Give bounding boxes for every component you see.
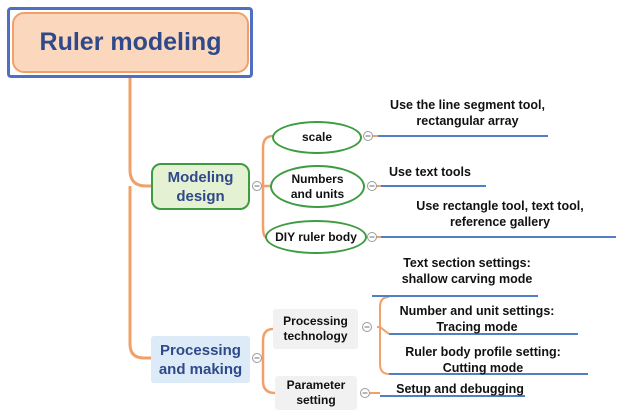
node-processing-technology[interactable]: Processing technology [273,309,358,349]
note-ruler-body-profile: Ruler body profile setting: Cutting mode [388,344,578,376]
connector-processing-technology [257,327,274,360]
node-scale-label: scale [301,130,333,144]
note-parameter-setting: Setup and debugging [385,381,535,397]
note-text-section: Text section settings: shallow carving m… [377,255,557,287]
connector-root-processing [128,186,151,360]
node-scale[interactable]: scale [272,121,362,154]
note-scale: Use the line segment tool, rectangular a… [370,97,565,129]
node-diy-ruler-body[interactable]: DIY ruler body [265,220,367,254]
note-number-and-unit-text: Number and unit settings: Tracing mode [399,304,555,334]
connector-tech-note-1 [377,296,390,328]
node-parameter-setting[interactable]: Parameter setting [275,376,357,410]
root-topic-label: Ruler modeling [39,28,222,56]
connector-processing-parameter [261,358,276,395]
node-numbers-and-units-label: Numbers and units [290,171,345,201]
note-diy-ruler-body-text: Use rectangle tool, text tool, reference… [416,199,584,229]
note-diy-ruler-body: Use rectangle tool, text tool, reference… [384,198,616,230]
connector-modeling-scale [257,134,274,188]
branch-processing-and-making[interactable]: Processing and making [151,336,250,383]
connector-tech-note-3 [379,327,390,375]
note-number-and-unit: Number and unit settings: Tracing mode [386,303,568,335]
node-parameter-setting-label: Parameter setting [286,378,346,407]
connector-modeling-diy [261,186,267,239]
branch-processing-and-making-label: Processing and making [158,341,243,378]
node-numbers-and-units[interactable]: Numbers and units [270,165,365,208]
connector-root-modeling [128,78,151,188]
root-topic[interactable]: Ruler modeling [12,12,249,73]
branch-modeling-design-label: Modeling design [167,168,234,205]
note-scale-text: Use the line segment tool, rectangular a… [390,98,545,128]
branch-modeling-design[interactable]: Modeling design [151,163,250,210]
note-numbers-and-units-text: Use text tools [389,165,471,179]
note-numbers-and-units: Use text tools [375,164,485,180]
node-diy-ruler-body-label: DIY ruler body [275,229,357,244]
note-text-section-text: Text section settings: shallow carving m… [401,256,533,286]
note-ruler-body-profile-text: Ruler body profile setting: Cutting mode [405,345,561,375]
note-parameter-setting-text: Setup and debugging [396,382,524,396]
node-processing-technology-label: Processing technology [283,314,348,343]
connector-tech-note-2 [379,326,390,335]
